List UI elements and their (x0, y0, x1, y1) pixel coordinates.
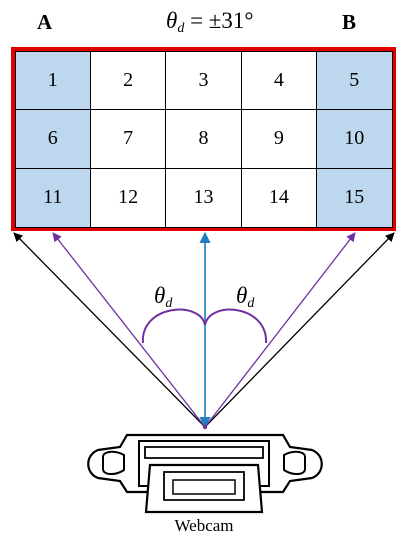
grid-cell: 9 (240, 109, 318, 169)
right-angle-arc (204, 308, 268, 344)
corner-label-a: A (37, 10, 53, 34)
left-angle-arc (141, 308, 206, 344)
grid-cell: 5 (316, 50, 393, 111)
grid-cell: 12 (89, 167, 167, 228)
right-angle-label: θd (236, 283, 255, 311)
grid-cell: 2 (89, 50, 167, 111)
grid-cell: 11 (14, 167, 91, 228)
corner-label-b: B (342, 10, 357, 34)
grid-cell: 8 (165, 109, 242, 169)
grid-cell: 4 (240, 50, 318, 111)
left-angle-label: θd (154, 283, 173, 311)
equation-value: = ±31° (184, 8, 254, 33)
grid-cell: 7 (89, 109, 167, 169)
grid-cell: 15 (316, 167, 393, 228)
theta-subscript: d (177, 21, 185, 36)
grid-cell: 3 (165, 50, 242, 111)
grid-cell: 14 (240, 167, 318, 228)
grid-cell: 6 (14, 109, 91, 169)
right-fov-ray (204, 232, 356, 428)
left-fov-ray (52, 232, 206, 428)
screen-frame (11, 47, 396, 231)
outer-left-ray (13, 232, 206, 428)
grid-cell: 10 (316, 109, 393, 169)
fov-angle-equation: θd = ±31° (166, 8, 254, 37)
grid-cell: 13 (165, 167, 242, 228)
grid-cell: 1 (14, 50, 91, 111)
webcam-label: Webcam (174, 516, 234, 535)
theta-symbol: θ (166, 8, 178, 33)
outer-right-ray (204, 232, 395, 428)
